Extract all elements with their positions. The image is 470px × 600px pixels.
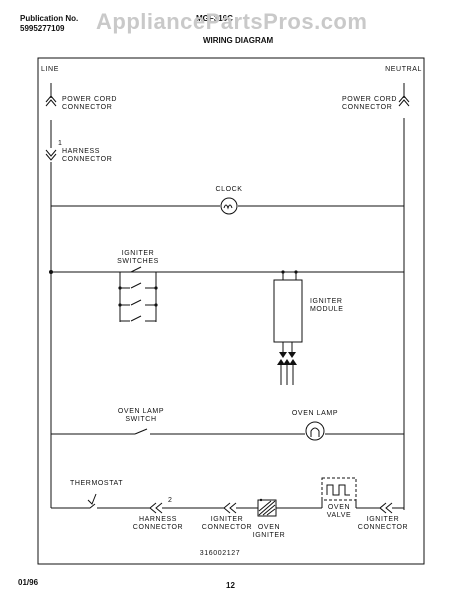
harness-connector-top-number: 1 bbox=[58, 140, 63, 147]
igniter-connector-right-icon bbox=[379, 502, 387, 514]
igniter-connector-mid-icon bbox=[223, 502, 231, 514]
neutral-label: NEUTRAL bbox=[385, 66, 422, 73]
oven-lamp-label: OVEN LAMP bbox=[291, 410, 339, 417]
page-number: 12 bbox=[226, 581, 235, 590]
line-label: LINE bbox=[41, 66, 59, 73]
footer-date: 01/96 bbox=[18, 578, 39, 587]
igniter-switch-icons bbox=[120, 266, 156, 322]
clock-label: CLOCK bbox=[215, 186, 243, 193]
diagram-border bbox=[37, 57, 425, 565]
thermostat-icon bbox=[80, 503, 96, 509]
watermark: AppliancePartsPros.com bbox=[96, 9, 368, 34]
clock-icon bbox=[220, 197, 238, 215]
model-number: MGF316C bbox=[196, 14, 233, 23]
diagram-number: 316002127 bbox=[199, 550, 241, 557]
diagram-title: WIRING DIAGRAM bbox=[203, 36, 274, 45]
power-cord-connector-right-icon bbox=[398, 95, 410, 103]
power-cord-connector-left-icon bbox=[45, 95, 57, 103]
oven-lamp-icon bbox=[305, 421, 325, 441]
harness-connector-top-icon bbox=[45, 149, 57, 157]
publication-number: 5995277109 bbox=[20, 24, 65, 33]
oven-lamp-switch-icon bbox=[134, 428, 148, 435]
harness-connector-bottom-number: 2 bbox=[168, 497, 173, 504]
oven-valve-icon bbox=[321, 477, 357, 501]
igniter-module-box bbox=[273, 279, 303, 343]
publication-label: Publication No. bbox=[20, 14, 79, 23]
thermostat-label: THERMOSTAT bbox=[70, 480, 124, 487]
harness-connector-bottom-icon bbox=[149, 502, 157, 514]
igniter-input-arrow bbox=[277, 359, 285, 365]
module-output-arrow bbox=[279, 352, 287, 358]
